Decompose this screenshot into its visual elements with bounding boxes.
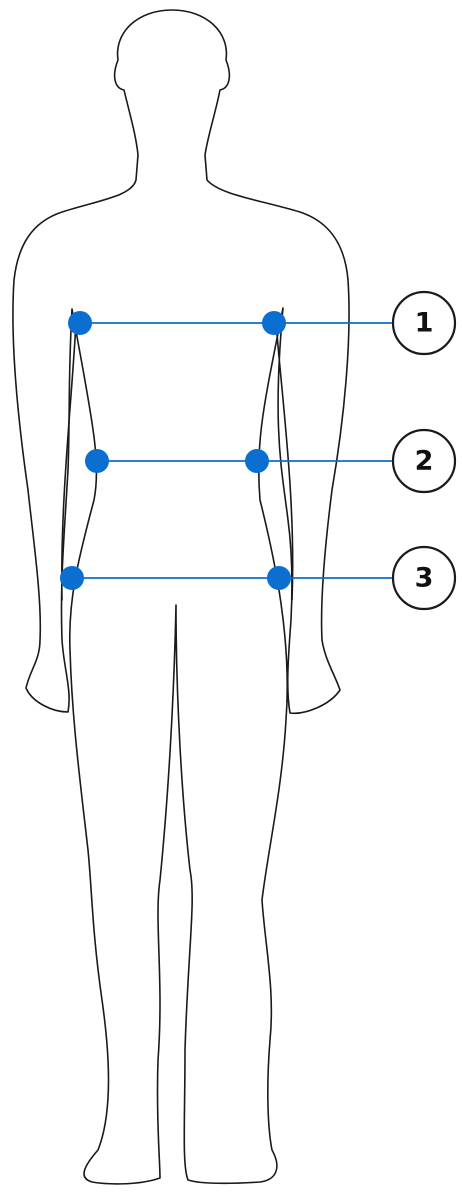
head-outline bbox=[12, 9, 350, 1185]
waist-left-point bbox=[85, 449, 109, 473]
chest-right-point bbox=[262, 311, 286, 335]
measurement-waist: 2 bbox=[85, 428, 457, 494]
waist-right-point bbox=[245, 449, 269, 473]
measurement-markers: 1 2 3 bbox=[60, 290, 457, 611]
callout-2-circle bbox=[391, 428, 457, 494]
hips-left-point bbox=[60, 566, 84, 590]
callout-1-circle bbox=[391, 290, 457, 356]
left-inner-arm-line bbox=[60, 321, 77, 601]
right-inner-arm-line bbox=[275, 321, 294, 601]
hips-right-point bbox=[267, 566, 291, 590]
callout-1-number: 1 bbox=[415, 308, 434, 339]
body-outline bbox=[12, 9, 350, 1185]
measurement-hips: 3 bbox=[60, 545, 457, 611]
measurement-chest: 1 bbox=[68, 290, 457, 356]
callout-2-number: 2 bbox=[415, 446, 434, 477]
callout-3-circle bbox=[391, 545, 457, 611]
callout-3-number: 3 bbox=[415, 563, 434, 594]
chest-left-point bbox=[68, 311, 92, 335]
